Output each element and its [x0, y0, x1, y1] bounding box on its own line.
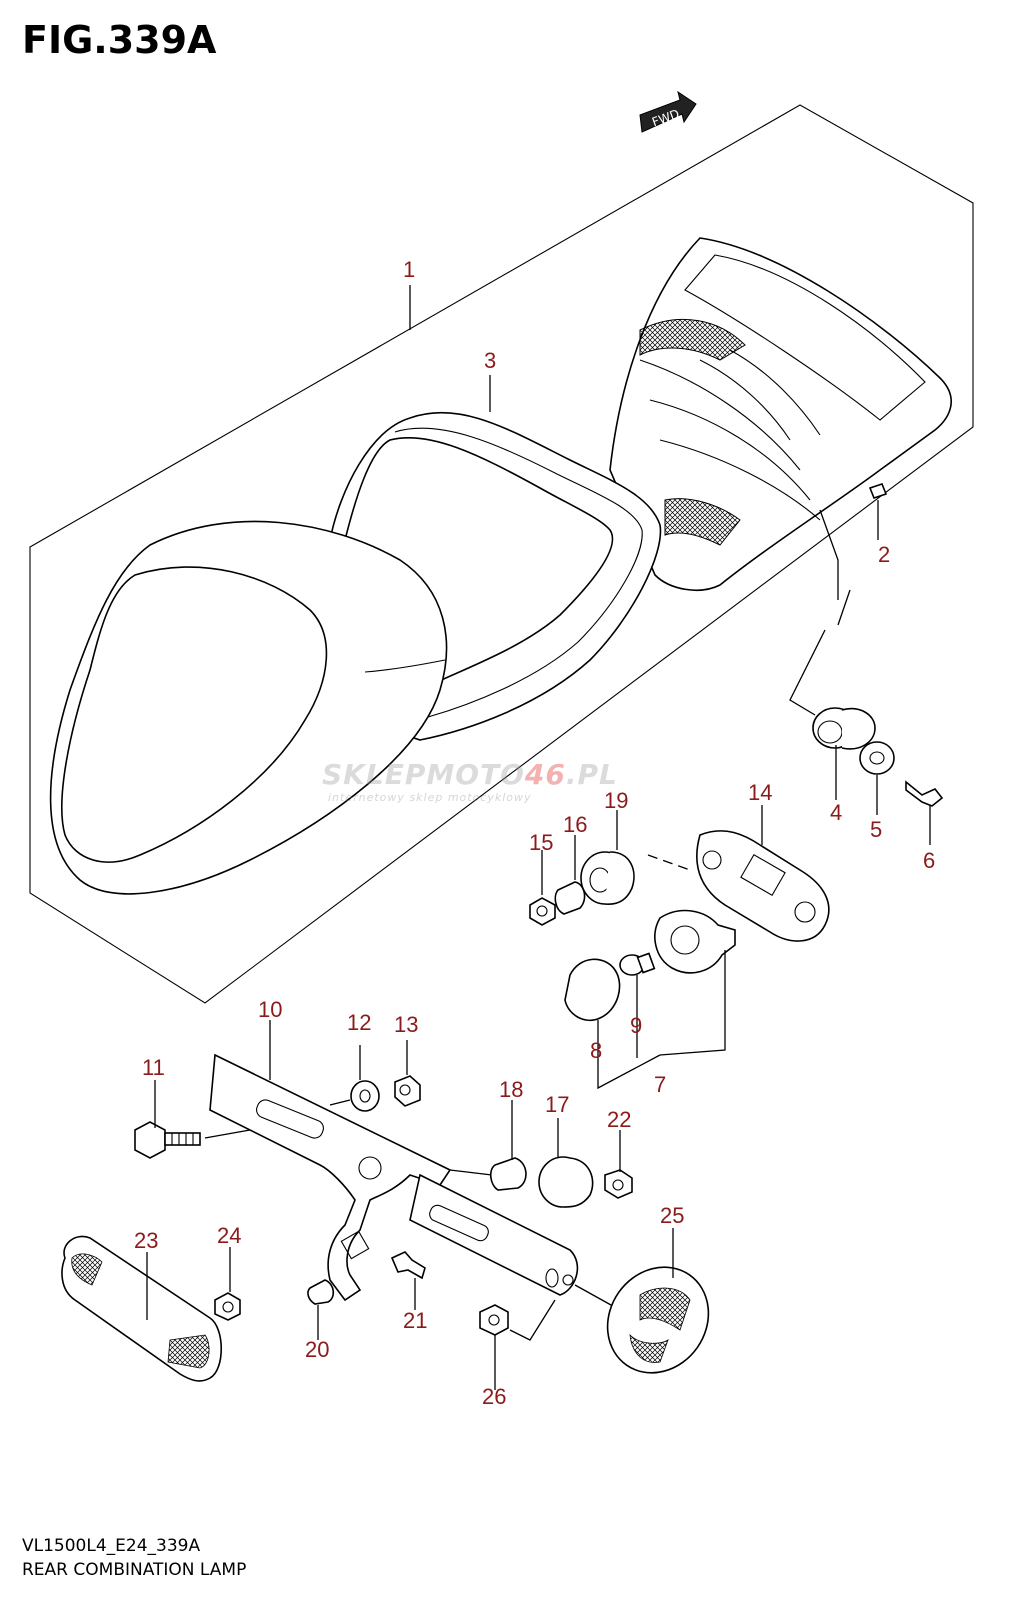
- leader-lines-upper: [789, 509, 851, 716]
- callout-9: 9: [630, 1013, 642, 1038]
- grommet-17: [538, 1156, 594, 1208]
- callout-24: 24: [217, 1223, 241, 1248]
- callout-20: 20: [305, 1337, 329, 1362]
- lamp-housing: [609, 237, 952, 591]
- collar-18: [489, 1157, 527, 1191]
- callout-11: 11: [142, 1055, 165, 1080]
- reflector-25: [606, 1266, 710, 1374]
- screw-6: [905, 780, 944, 807]
- callout-7: 7: [654, 1072, 666, 1097]
- nut-15: [529, 897, 556, 926]
- callout-21: 21: [403, 1308, 427, 1333]
- bracket-14: [696, 830, 830, 942]
- nut-22: [604, 1169, 633, 1199]
- figure-title: FIG.339A: [22, 18, 217, 62]
- lens-gasket: [329, 411, 662, 741]
- callout-22: 22: [607, 1107, 631, 1132]
- callout-labels: 1 2 3 4 5 6 7 8 9 10 11 12 13 14 15 16 1…: [134, 257, 935, 1409]
- bolt-11: [134, 1121, 201, 1159]
- callout-16: 16: [563, 812, 587, 837]
- assembly-outline: [29, 104, 974, 1004]
- washer-5: [859, 741, 895, 775]
- bracket-upper: [409, 1173, 579, 1296]
- watermark-tagline: internetowy sklep motocyklowy: [328, 791, 532, 804]
- callout-8: 8: [590, 1038, 602, 1063]
- grommet-4: [812, 707, 876, 750]
- callout-1: 1: [403, 257, 415, 282]
- callout-5: 5: [870, 817, 882, 842]
- callout-19: 19: [604, 788, 628, 813]
- watermark-logo: SKLEPMOTO46.PL internetowy sklep motocyk…: [322, 758, 618, 804]
- nut-24: [214, 1292, 241, 1321]
- bulb-20: [307, 1279, 335, 1305]
- fwd-arrow-icon: FWD: [639, 90, 697, 133]
- lens-8: [564, 958, 621, 1022]
- callout-17: 17: [545, 1092, 569, 1117]
- bulb-9: [619, 952, 656, 976]
- callout-26: 26: [482, 1384, 506, 1409]
- screw-21: [390, 1251, 426, 1280]
- callout-13: 13: [394, 1012, 418, 1037]
- reflector-23: [61, 1235, 222, 1382]
- lamp-bezel: [49, 520, 448, 895]
- callout-18: 18: [499, 1077, 523, 1102]
- watermark-brand-a: SKLEPMOTO: [322, 758, 525, 791]
- callout-4: 4: [830, 800, 842, 825]
- callout-3: 3: [484, 348, 496, 373]
- callout-6: 6: [923, 848, 935, 873]
- figure-caption: REAR COMBINATION LAMP: [22, 1560, 247, 1580]
- callout-2: 2: [878, 542, 890, 567]
- screw-2: [868, 483, 888, 540]
- socket-7: [654, 909, 736, 974]
- collar-16: [554, 881, 586, 915]
- callout-25: 25: [660, 1203, 684, 1228]
- callout-14: 14: [748, 780, 772, 805]
- grommet-19: [580, 851, 635, 905]
- washer-12: [350, 1080, 380, 1112]
- bracket-10: [209, 1053, 452, 1302]
- watermark-brand-c: .PL: [565, 758, 618, 791]
- model-code: VL1500L4_E24_339A: [22, 1536, 201, 1556]
- callout-15: 15: [529, 830, 553, 855]
- nut-13: [394, 1075, 421, 1107]
- watermark-brand-b: 46: [524, 758, 566, 791]
- callout-10: 10: [258, 997, 282, 1022]
- callout-23: 23: [134, 1228, 158, 1253]
- callout-12: 12: [347, 1010, 371, 1035]
- nut-26: [479, 1304, 509, 1336]
